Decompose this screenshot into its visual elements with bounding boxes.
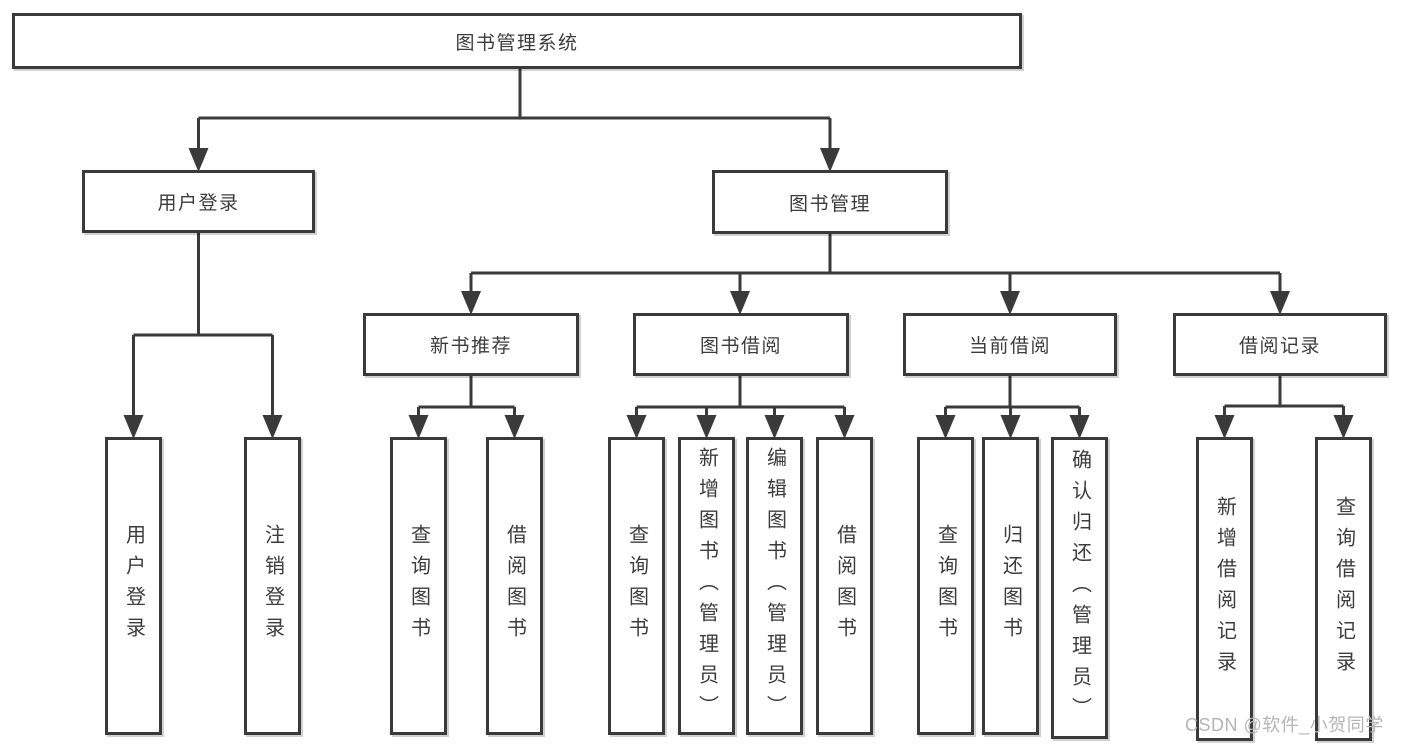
leaf-newbooks-query-label: 查询图书 — [407, 524, 430, 648]
leaf-borrow-book: 借阅图书 — [816, 437, 873, 735]
leaf-newbooks-borrow-label: 借阅图书 — [503, 524, 526, 648]
leaf-records-query: 查询借阅记录 — [1315, 437, 1372, 741]
node-user-login-label: 用户登录 — [157, 193, 240, 214]
leaf-records-add: 新增借阅记录 — [1196, 437, 1253, 741]
leaf-current-confirm-return-admin-label: 确认归还（管理员） — [1068, 448, 1091, 728]
leaf-current-confirm-return-admin: 确认归还（管理员） — [1051, 437, 1108, 739]
node-borrow-records-label: 借阅记录 — [1238, 336, 1321, 357]
leaf-current-return: 归还图书 — [982, 437, 1039, 735]
leaf-borrow-edit-admin: 编辑图书（管理员） — [746, 437, 803, 735]
leaf-records-query-label: 查询借阅记录 — [1332, 496, 1355, 682]
node-current-borrow: 当前借阅 — [903, 313, 1117, 376]
leaf-logout-label: 注销登录 — [261, 524, 284, 648]
leaf-borrow-add-admin-label: 新增图书（管理员） — [695, 446, 718, 726]
node-root-label: 图书管理系统 — [455, 32, 579, 54]
leaf-records-add-label: 新增借阅记录 — [1213, 496, 1236, 682]
leaf-newbooks-borrow: 借阅图书 — [486, 437, 543, 735]
leaf-current-return-label: 归还图书 — [999, 524, 1022, 648]
leaf-borrow-query: 查询图书 — [608, 437, 665, 735]
node-book-borrow: 图书借阅 — [633, 313, 849, 376]
node-book-borrow-label: 图书借阅 — [699, 336, 782, 357]
watermark: CSDN @软件_小贺同学 — [1185, 715, 1384, 735]
leaf-borrow-add-admin: 新增图书（管理员） — [678, 437, 735, 735]
node-root: 图书管理系统 — [12, 13, 1022, 69]
node-new-book-recommend: 新书推荐 — [363, 313, 579, 376]
leaf-user-login: 用户登录 — [105, 437, 162, 735]
leaf-current-query: 查询图书 — [917, 437, 974, 735]
leaf-logout: 注销登录 — [244, 437, 301, 735]
leaf-user-login-label: 用户登录 — [122, 524, 145, 648]
node-new-book-recommend-label: 新书推荐 — [429, 336, 512, 357]
leaf-newbooks-query: 查询图书 — [390, 437, 447, 735]
node-user-login: 用户登录 — [82, 170, 315, 233]
leaf-borrow-query-label: 查询图书 — [625, 524, 648, 648]
leaf-current-query-label: 查询图书 — [934, 524, 957, 648]
node-book-management: 图书管理 — [712, 170, 948, 234]
node-current-borrow-label: 当前借阅 — [968, 336, 1051, 357]
leaf-borrow-book-label: 借阅图书 — [833, 524, 856, 648]
node-book-management-label: 图书管理 — [788, 193, 871, 215]
node-borrow-records: 借阅记录 — [1173, 313, 1387, 376]
leaf-borrow-edit-admin-label: 编辑图书（管理员） — [763, 446, 786, 726]
